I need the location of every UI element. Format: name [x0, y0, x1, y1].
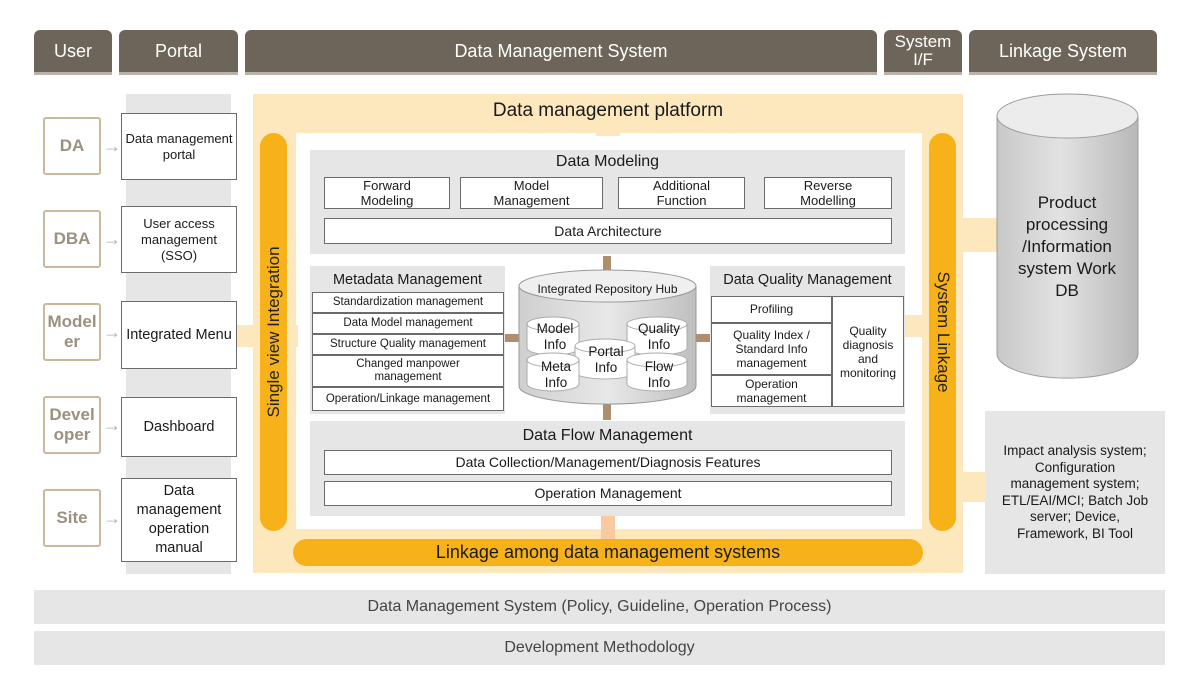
- metadata-item-standardization: Standardization management: [312, 292, 504, 313]
- portal-data-management-portal: Data management portal: [121, 113, 237, 180]
- work-db-cylinder: [996, 93, 1139, 379]
- metadata-item-operation-linkage: Operation/Linkage management: [312, 387, 504, 411]
- work-db-label: Product processing /Information system W…: [1018, 193, 1116, 300]
- connector-platform-workdb: [962, 218, 1002, 252]
- hub-quality-info: Quality Info: [637, 321, 681, 352]
- header-system-if: System I/F: [884, 30, 962, 72]
- header-data-management-system: Data Management System: [245, 30, 877, 72]
- linkage-among-systems-bar: Linkage among data management systems: [293, 539, 923, 566]
- reverse-modelling-box: Reverse Modelling: [764, 177, 892, 209]
- portal-operation-manual: Data management operation manual: [121, 478, 237, 562]
- dq-operation-box: Operation management: [711, 375, 832, 407]
- data-quality-title: Data Quality Management: [723, 272, 892, 288]
- hub-connector-top: [603, 256, 611, 270]
- portal-user-access-management: User access management (SSO): [121, 206, 237, 273]
- single-view-integration-label: Single view Integration: [263, 246, 283, 418]
- portal-integrated-menu: Integrated Menu: [121, 301, 237, 369]
- header-user: User: [34, 30, 112, 72]
- hub-connector-right: [696, 334, 710, 342]
- connector-bottom: [601, 516, 615, 544]
- single-view-integration-bar: Single view Integration: [260, 133, 287, 531]
- role-developer: Devel oper: [43, 396, 101, 454]
- dq-diagnosis-box: Quality diagnosis and monitoring: [832, 296, 904, 407]
- data-flow-collection-box: Data Collection/Management/Diagnosis Fea…: [324, 450, 892, 475]
- linkage-among-systems-label: Linkage among data management systems: [435, 542, 781, 562]
- arrow-right-icon: →: [103, 135, 121, 156]
- hub-meta-info: Meta Info: [540, 359, 571, 390]
- model-management-box: Model Management: [460, 177, 603, 209]
- data-architecture-box: Data Architecture: [324, 218, 892, 244]
- connector-top: [596, 122, 620, 136]
- portal-dashboard: Dashboard: [121, 397, 237, 457]
- arrow-right-icon: →: [103, 321, 121, 342]
- system-linkage-bar: System Linkage: [929, 133, 956, 531]
- linkage-systems-box: Impact analysis system; Configuration ma…: [985, 411, 1165, 574]
- hub-portal-info: Portal Info: [588, 344, 624, 375]
- header-linkage-system: Linkage System: [969, 30, 1157, 72]
- hub-model-info: Model Info: [536, 321, 574, 352]
- connector-platform-linkage: [962, 472, 987, 502]
- header-portal: Portal: [119, 30, 238, 72]
- metadata-item-structure-quality: Structure Quality management: [312, 334, 504, 355]
- hub-connector-left: [505, 334, 519, 342]
- additional-function-box: Additional Function: [618, 177, 745, 209]
- data-flow-operation-box: Operation Management: [324, 481, 892, 506]
- linkage-systems-text: Impact analysis system; Configuration ma…: [1001, 443, 1149, 541]
- data-flow-title: Data Flow Management: [522, 427, 693, 444]
- dq-profiling-box: Profiling: [711, 296, 832, 323]
- forward-modeling-box: Forward Modeling: [324, 177, 450, 209]
- hub-flow-info: Flow Info: [644, 359, 674, 390]
- arrow-right-icon: →: [103, 228, 121, 249]
- footer-development-methodology: Development Methodology: [34, 631, 1165, 665]
- connector-portal-platform: [237, 325, 255, 347]
- hub-connector-bottom: [603, 404, 611, 420]
- role-dba: DBA: [43, 210, 101, 268]
- footer-data-management-system: Data Management System (Policy, Guidelin…: [34, 590, 1165, 624]
- platform-title: Data management platform: [492, 100, 724, 121]
- arrow-right-icon: →: [103, 507, 121, 528]
- connector-right-pill: [905, 315, 931, 337]
- system-linkage-label: System Linkage: [933, 271, 953, 393]
- arrow-right-icon: →: [103, 414, 121, 435]
- integrated-repository-hub-cylinder: [518, 269, 697, 405]
- role-site: Site: [43, 489, 101, 547]
- role-da: DA: [43, 117, 101, 175]
- metadata-item-changed-manpower: Changed manpower management: [312, 355, 504, 387]
- role-modeler: Model er: [43, 303, 101, 361]
- dq-quality-index-box: Quality Index / Standard Info management: [711, 323, 832, 375]
- metadata-title: Metadata Management: [332, 272, 483, 288]
- data-modeling-title: Data Modeling: [555, 153, 660, 170]
- hub-title: Integrated Repository Hub: [537, 282, 678, 296]
- metadata-item-data-model: Data Model management: [312, 313, 504, 334]
